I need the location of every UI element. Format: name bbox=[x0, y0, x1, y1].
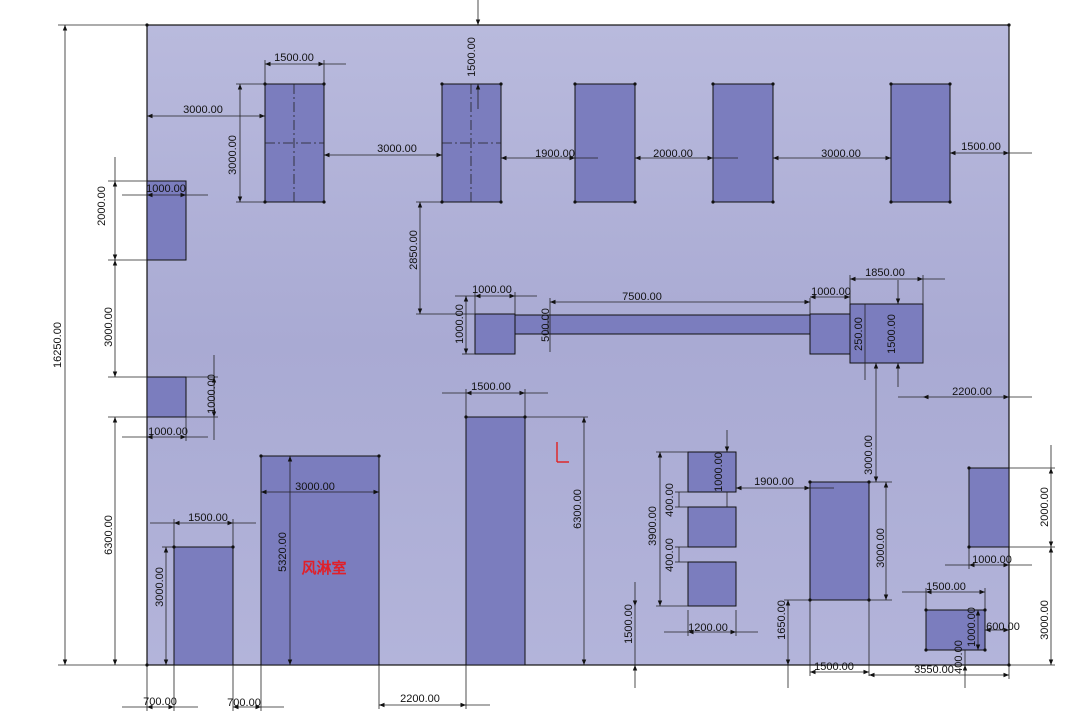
dim-h1000-f: 1000.00 bbox=[966, 607, 978, 647]
part-left-2[interactable] bbox=[146, 376, 187, 418]
beam-left-block[interactable] bbox=[474, 313, 516, 355]
dim-left-w1000-a: 1000.00 bbox=[146, 183, 186, 195]
dim-w1500-b: 1500.00 bbox=[471, 381, 511, 393]
part-bottom-1[interactable] bbox=[173, 546, 234, 666]
dim-h1000-c: 1000.00 bbox=[206, 374, 218, 414]
part-right-edge[interactable] bbox=[968, 467, 1010, 548]
dim-h400-b: 400.00 bbox=[664, 538, 676, 572]
dim-w1500-d: 1500.00 bbox=[814, 661, 854, 673]
dim-gap2000-a: 2000.00 bbox=[653, 148, 693, 160]
part-bottom-tall[interactable] bbox=[465, 416, 526, 666]
part-small-1[interactable] bbox=[687, 451, 737, 493]
dim-overall-height: 16250.00 bbox=[52, 322, 64, 368]
dim-w600: 600.00 bbox=[986, 621, 1020, 633]
dim-w1000-c: 1000.00 bbox=[811, 286, 851, 298]
part-top-3[interactable] bbox=[574, 83, 636, 203]
dim-w7500: 7500.00 bbox=[622, 291, 662, 303]
center-lines bbox=[265, 84, 501, 202]
dim-h3000-d: 3000.00 bbox=[154, 567, 166, 607]
dim-h3000-e: 3000.00 bbox=[875, 528, 887, 568]
dim-h6300-mid: 6300.00 bbox=[572, 489, 584, 529]
dim-w1900-b: 1900.00 bbox=[754, 476, 794, 488]
room-label-air-shower: 风淋室 bbox=[301, 559, 346, 577]
beam-right-block[interactable] bbox=[809, 313, 851, 355]
dim-w1850: 1850.00 bbox=[865, 267, 905, 279]
dim-h3900: 3900.00 bbox=[647, 506, 659, 546]
dim-gap1900-a: 1900.00 bbox=[535, 148, 575, 160]
part-small-2[interactable] bbox=[687, 506, 737, 548]
dim-w3000-a: 3000.00 bbox=[183, 104, 223, 116]
dim-v1500-top: 1500.00 bbox=[466, 37, 478, 77]
dim-h3000-a: 3000.00 bbox=[227, 135, 239, 175]
dim-h1500-b: 1500.00 bbox=[886, 314, 898, 354]
dim-w3000-d: 3000.00 bbox=[295, 481, 335, 493]
dim-h400-c: 400.00 bbox=[953, 640, 965, 674]
dim-right1500: 1500.00 bbox=[961, 141, 1001, 153]
dim-w1200: 1200.00 bbox=[688, 622, 728, 634]
origin-marker bbox=[556, 442, 569, 463]
dim-v2850: 2850.00 bbox=[408, 230, 420, 270]
dim-h2000-right: 2000.00 bbox=[1039, 487, 1051, 527]
dim-w3550: 3550.00 bbox=[914, 664, 954, 676]
dim-v3000-left: 3000.00 bbox=[103, 307, 115, 347]
dim-v6300-left: 6300.00 bbox=[103, 515, 115, 555]
dim-h250: 250.00 bbox=[853, 317, 865, 351]
dim-w2200-bottom: 2200.00 bbox=[400, 693, 440, 705]
dim-w1000-d: 1000.00 bbox=[148, 426, 188, 438]
beam-bar[interactable] bbox=[514, 314, 811, 335]
dim-w1000-e: 1000.00 bbox=[972, 554, 1012, 566]
dim-w700-b: 700.00 bbox=[227, 697, 261, 709]
beam-end-block[interactable] bbox=[849, 303, 924, 364]
dim-h1500-c: 1500.00 bbox=[623, 604, 635, 644]
dim-w1500-e: 1500.00 bbox=[926, 581, 966, 593]
dimension-texts: 16250.00 1500.00 3000.00 3000.00 3000.00… bbox=[52, 37, 1051, 709]
dim-gap3000-c: 3000.00 bbox=[821, 148, 861, 160]
part-top-4[interactable] bbox=[712, 83, 774, 203]
dim-v3000-right: 3000.00 bbox=[863, 435, 875, 475]
part-top-5[interactable] bbox=[890, 83, 951, 203]
dim-h1650: 1650.00 bbox=[776, 600, 788, 640]
dim-h400-a: 400.00 bbox=[664, 483, 676, 517]
part-small-3[interactable] bbox=[687, 561, 737, 607]
dim-w1000-b: 1000.00 bbox=[472, 284, 512, 296]
part-right-mid[interactable] bbox=[809, 481, 870, 601]
dim-w700-a: 700.00 bbox=[143, 696, 177, 708]
dim-h3000-right: 3000.00 bbox=[1039, 600, 1051, 640]
dim-h500: 500.00 bbox=[540, 308, 552, 342]
vertex-points bbox=[145, 23, 1011, 667]
dim-gap3000-b: 3000.00 bbox=[377, 143, 417, 155]
dim-left-h2000: 2000.00 bbox=[96, 186, 108, 226]
dim-h5320: 5320.00 bbox=[277, 532, 289, 572]
dim-h1000-e: 1000.00 bbox=[713, 452, 725, 492]
dimension-lines bbox=[58, 0, 1055, 711]
dim-w1500-c: 1500.00 bbox=[188, 512, 228, 524]
dim-h1000-b: 1000.00 bbox=[454, 304, 466, 344]
dim-w2200-right: 2200.00 bbox=[952, 386, 992, 398]
dim-w1500-a: 1500.00 bbox=[274, 52, 314, 64]
